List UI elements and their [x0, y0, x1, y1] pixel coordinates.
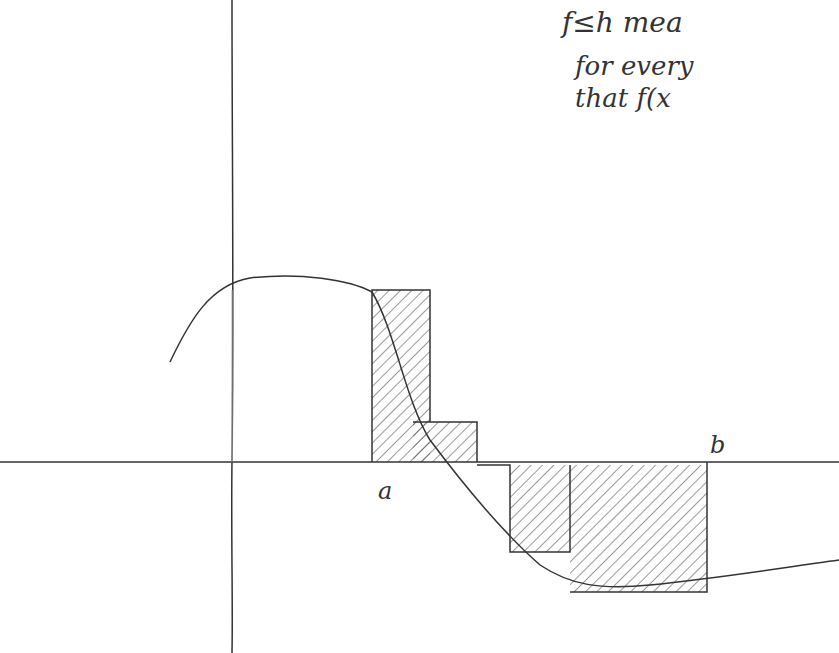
hatched-area — [372, 290, 707, 592]
function-curve — [170, 276, 839, 587]
step-function — [232, 290, 707, 592]
handwritten-note: that f(x — [575, 84, 671, 113]
axis-point-label: b — [710, 432, 725, 458]
handwritten-note: f≤h mea — [562, 8, 683, 39]
axis-point-label: a — [378, 478, 392, 504]
handwritten-note: for every — [575, 52, 694, 81]
